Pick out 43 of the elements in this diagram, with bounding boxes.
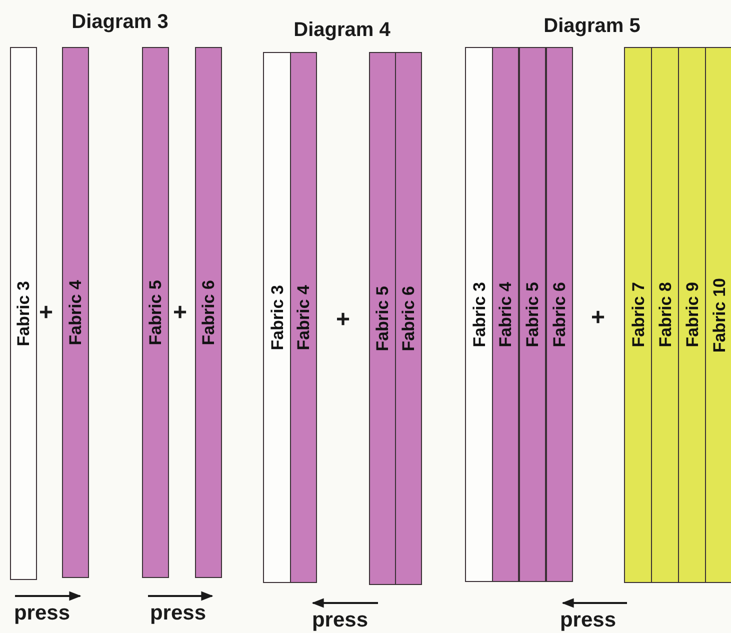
fabric-label: Fabric 5 [524,282,541,348]
panel-label: Diagram 3 [72,12,168,32]
press-label: press [312,610,368,630]
plus-sign: + [39,301,53,325]
fabric-strip [369,52,396,585]
fabric-label: Fabric 4 [67,280,84,346]
plus-sign: + [336,308,350,332]
press-label: press [560,610,616,630]
fabric-strip [465,47,493,582]
plus-sign: + [173,301,187,325]
fabric-label: Fabric 4 [295,284,312,350]
fabric-strip [705,47,731,583]
fabric-label: Fabric 6 [200,280,217,346]
fabric-label: Fabric 5 [147,280,164,346]
fabric-label: Fabric 9 [684,282,700,348]
fabric-strip [492,47,519,582]
fabric-strip [142,47,169,578]
fabric-label: Fabric 8 [656,282,674,348]
fabric-label: Fabric 3 [15,280,32,346]
press-label: press [150,602,206,624]
fabric-label: Fabric 3 [268,284,286,350]
fabric-strip [395,52,422,585]
fabric-strip [263,52,291,583]
fabric-strip [546,47,573,582]
fabric-strip [624,47,652,583]
fabric-label: Fabric 6 [400,286,417,352]
fabric-strip [519,47,546,582]
plus-sign: + [591,306,605,330]
fabric-label: Fabric 5 [374,286,391,352]
fabric-strip [678,47,706,583]
fabric-label: Fabric 6 [551,282,568,348]
fabric-label: Fabric 4 [497,282,514,348]
press-label: press [14,602,70,624]
fabric-label: Fabric 7 [630,282,646,348]
panel-label: Diagram 5 [544,16,640,36]
fabric-strip [651,47,679,583]
fabric-strip [290,52,317,583]
fabric-strip [195,47,222,578]
fabric-strip [10,47,37,580]
panel-label: Diagram 4 [294,20,390,40]
fabric-strip [62,47,89,578]
fabric-label: Fabric 10 [710,278,728,352]
fabric-label: Fabric 3 [470,282,488,348]
